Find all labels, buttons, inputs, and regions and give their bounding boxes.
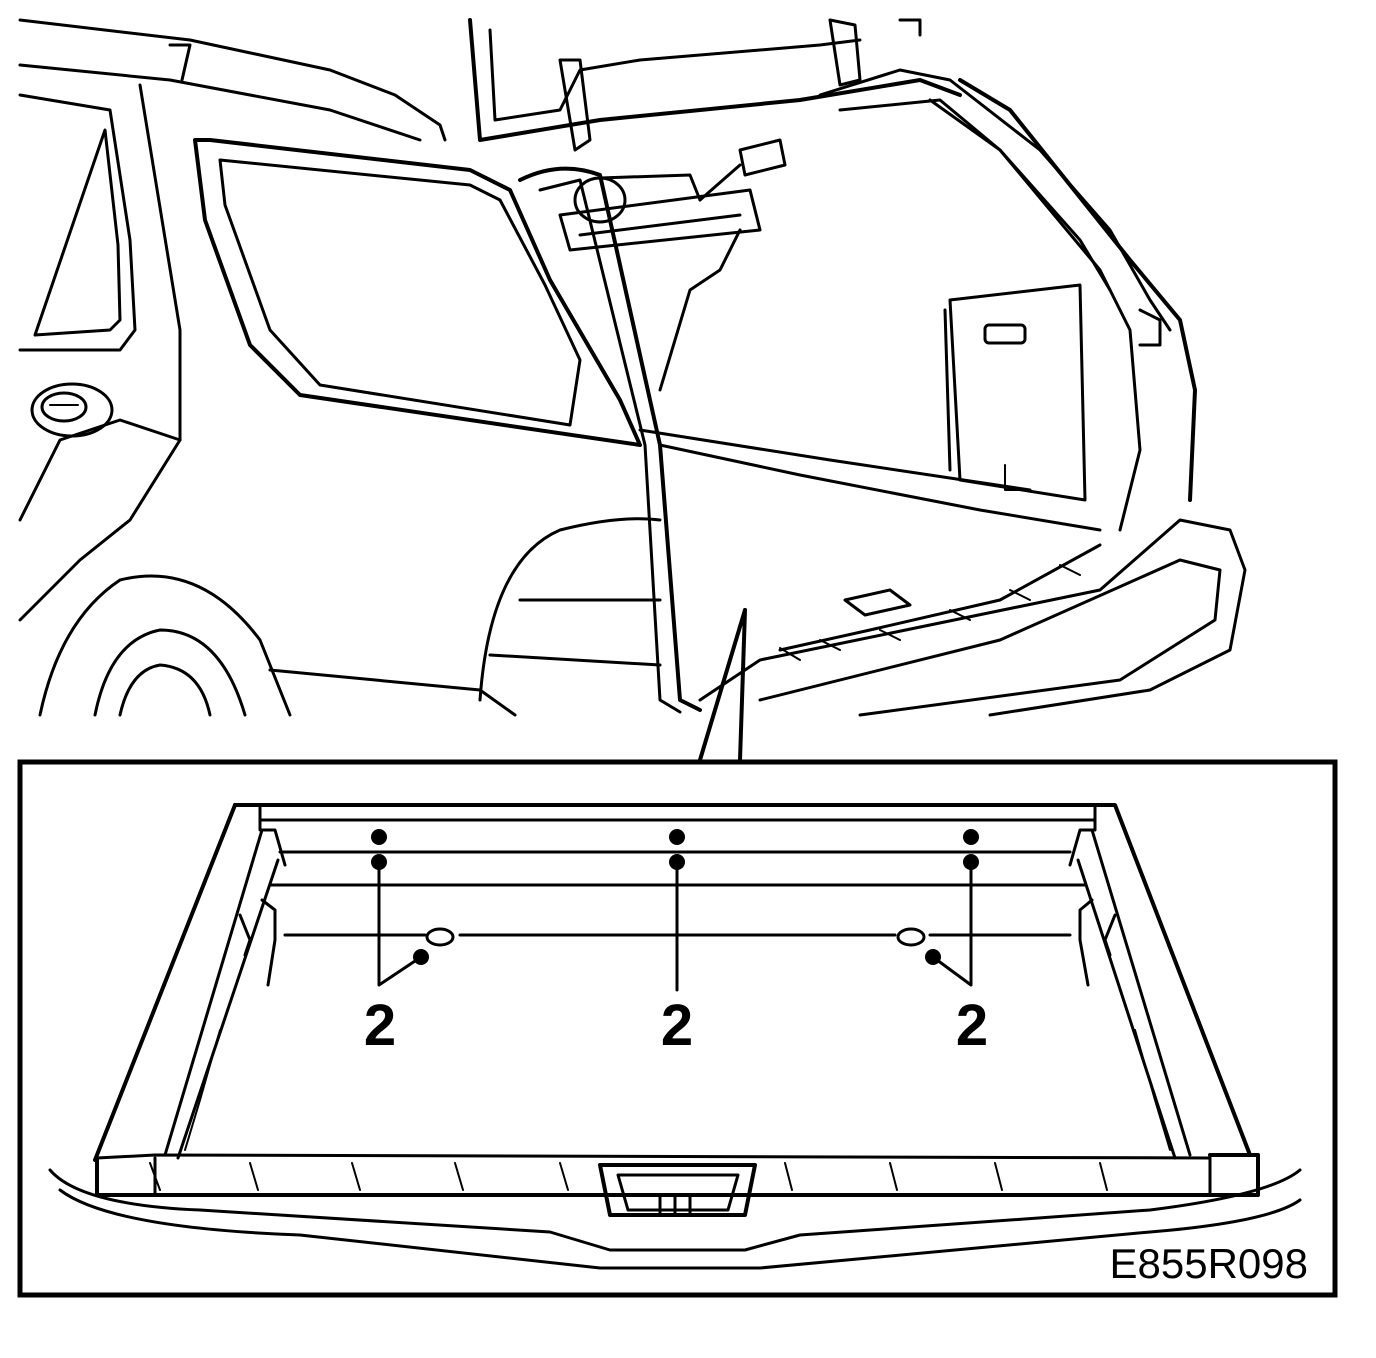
tailgate-sill-detail: [48, 803, 1302, 1270]
leader-line: [377, 860, 423, 987]
fastener-marker: [963, 829, 979, 845]
figure-reference-code: E855R098: [1110, 1240, 1309, 1287]
leader-line: [931, 860, 973, 987]
callout-label-right: 2: [956, 993, 988, 1058]
fastener-marker: [371, 829, 387, 845]
callout-markers: [371, 829, 979, 992]
fastener-marker: [669, 829, 685, 845]
callout-label-center: 2: [661, 993, 693, 1058]
callout-label-left: 2: [364, 993, 396, 1058]
car-rear-overview: [18, 18, 1247, 762]
